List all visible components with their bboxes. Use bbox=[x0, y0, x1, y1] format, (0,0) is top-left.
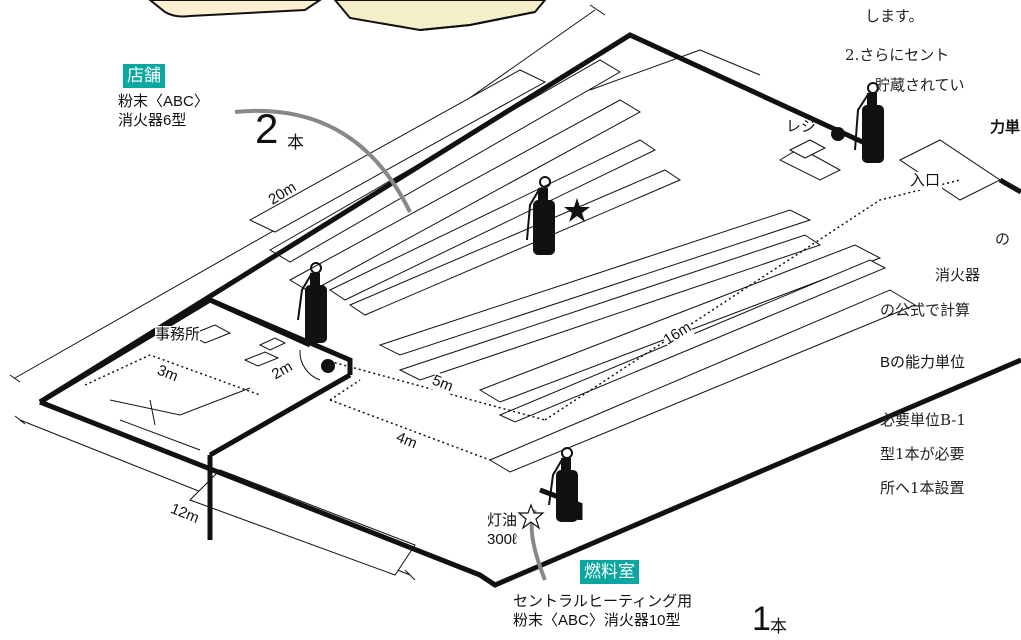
walls bbox=[38, 32, 1021, 588]
fuel-unit: 本 bbox=[770, 617, 787, 636]
register-label: レジ bbox=[786, 118, 817, 135]
side-text-4: 力単 bbox=[990, 119, 1021, 136]
star-outline-icon bbox=[517, 503, 545, 530]
side-text-3: 貯蔵されてい bbox=[875, 76, 965, 94]
side-text-7: の公式で計算 bbox=[880, 301, 971, 319]
extinguisher-icon bbox=[854, 82, 884, 163]
kerosene-amount: 300ℓ bbox=[487, 531, 517, 548]
side-text-10: 型1本が必要 bbox=[880, 445, 965, 463]
store-unit: 本 bbox=[287, 133, 304, 152]
side-text-1: します。 bbox=[865, 7, 924, 25]
fuel-type-line2: 粉末〈ABC〉消火器10型 bbox=[513, 612, 681, 629]
store-type-line1: 粉末〈ABC〉 bbox=[118, 93, 209, 110]
door-swing-arc bbox=[299, 349, 321, 381]
cartoon-boxes bbox=[148, 0, 547, 32]
dot-icon bbox=[831, 127, 845, 141]
entrance-label: 入口 bbox=[908, 172, 943, 190]
store-tag: 店舗 bbox=[123, 64, 165, 88]
side-text-8: Bの能力単位 bbox=[880, 354, 966, 371]
kerosene-label: 灯油 bbox=[487, 512, 518, 529]
side-text-2: 2.さらにセント bbox=[845, 46, 950, 64]
store-type-line2: 消火器6型 bbox=[118, 112, 187, 129]
fuel-tag: 燃料室 bbox=[580, 560, 639, 584]
store-arrow bbox=[234, 108, 412, 213]
side-text-9: 必要単位B-1 bbox=[880, 411, 966, 429]
fuel-count: 1 bbox=[752, 600, 771, 638]
extinguisher-icon bbox=[548, 447, 578, 522]
side-text-11: 所へ1本設置 bbox=[880, 479, 965, 497]
extinguisher-icon bbox=[526, 176, 555, 255]
fuel-type-line1: セントラルヒーティング用 bbox=[513, 593, 693, 610]
office-label: 事務所 bbox=[155, 326, 201, 344]
side-text-6: 消火器 bbox=[935, 266, 981, 284]
dot-icon bbox=[321, 359, 335, 373]
extinguisher-icon bbox=[297, 262, 327, 343]
side-text-5: の bbox=[995, 230, 1011, 248]
store-count: 2 bbox=[255, 105, 279, 152]
star-filled-icon bbox=[564, 198, 590, 222]
